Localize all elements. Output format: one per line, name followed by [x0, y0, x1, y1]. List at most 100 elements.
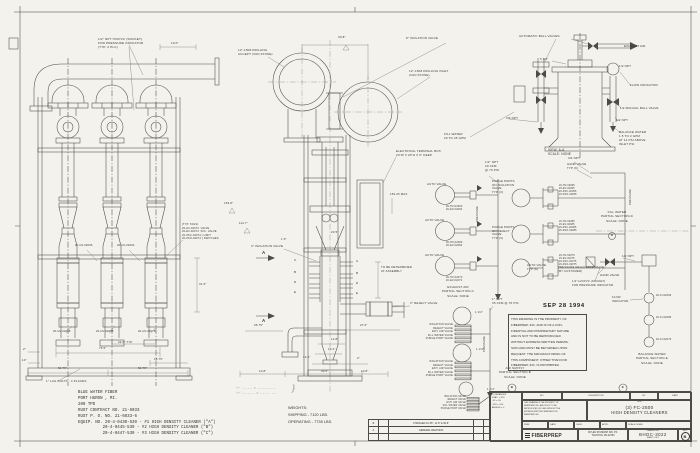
tags-02070: 20-HV-02070 20-EV-02070 [446, 276, 463, 283]
npt-half-a: 1/2 NPT [619, 64, 632, 68]
rev-cell [474, 434, 484, 440]
section-a-bottom: A [262, 318, 266, 323]
weights-shipping: SHIPPING - 7120 LBS. [288, 412, 329, 418]
balloon-b: B [510, 384, 514, 389]
dim-13-2: 13.2" [303, 355, 311, 359]
strip-description: DESCRIPTION [562, 392, 630, 400]
tags-02090: 20-HV-02090 20-EV-02090 [446, 205, 463, 212]
weights-block: WEIGHTS: SHIPPING - 7120 LBS. OPERATING … [288, 404, 332, 426]
dim-31-5: 31.5" [199, 282, 207, 286]
tags-02080: 20-HV-02080 20-EV-02080 [446, 241, 463, 248]
flow-indicator-label-2: FLOW INDICATOR [612, 295, 629, 303]
dim-52-75-r: 52.75" [138, 366, 148, 370]
npt-half-b: 1/2 NPT [616, 118, 629, 122]
tags-02075: 20-HV-02075 20-EV-02075 20-ZSC-02075 20-… [559, 254, 577, 266]
tag-20-hv-02078: 20-HV-02078 [138, 330, 156, 333]
isolation-valve-8-label: 8" ISOLATION VALVE [406, 36, 439, 40]
dim-1-1-4-b: 1 1/4" [476, 348, 484, 351]
sheet-border [8, 6, 697, 447]
tag-20-hv-02088: 20-HV-02088 [96, 330, 114, 333]
rev-cell [379, 427, 389, 433]
tag-20-hv-02094: 20-HV-02094 [117, 244, 135, 247]
dim-1-5: 1.5" [281, 237, 287, 241]
proprietary-note: THIS DRAWING IS THE PROPERTY OF FIBERPRE… [508, 314, 587, 371]
mini-proprietary-note: THIS DRAWING IS THE PROPERTY OF FIBERPRE… [522, 400, 587, 421]
handwritten-note: ½" ~~~~ = ~~~~~~~ ¾" ~~~~~ = ~~~~ ~~ [236, 386, 277, 395]
air-supply-section [452, 306, 628, 412]
pressure-c: PRESSURE [476, 206, 479, 222]
dim-30-8: 30.8" [338, 35, 346, 39]
dim-27-6: 27.6" [360, 323, 368, 327]
exhaust-air-section [435, 179, 501, 300]
valve-list-2: ISOLATION VALVE REJECT VALVE EXH. AIR VA… [425, 360, 453, 378]
company-address: MYLES STANDISH IND. PK. TAUNTON, MA 0278… [578, 429, 628, 442]
view-aa-caption: VIEW A-A SCALE: NONE [548, 148, 572, 157]
purge-iso-note: PURGE PORTS ON ISOLATION VALVE TYP (3) [492, 179, 515, 195]
drawing-number: BHDC-3022 [639, 432, 667, 437]
drawing-number-cell: DRAWING NO. BHDC-3022 SHEET 1 OF 1 [628, 429, 678, 442]
customer-block: BLUE WATER FIBER PORT HURON , MI. 200 TP… [78, 391, 216, 437]
weights-title: WEIGHTS: [288, 405, 308, 410]
fill-water-section [511, 172, 626, 290]
npt-socket-note: 1/2" NPT H/CPVC (SOCKET) FOR PRESSURE IN… [98, 37, 144, 50]
file-label: FILE [637, 401, 642, 403]
strip-by: BY [630, 392, 658, 400]
drawing-title: FILE (3) FC-2500 HIGH DENSITY CLEANERS [587, 400, 692, 421]
dim-10: 10" [22, 358, 27, 362]
purge-reject-note: PURGE PORTS ON REJECT VALVE TYP (3) [492, 225, 515, 241]
auto-valve-3: AUTO VALVE [425, 253, 445, 257]
strip-no: NO. [522, 392, 562, 400]
revision-cell: REV. B [678, 429, 692, 442]
dim-23-5: 23.5" [331, 230, 339, 234]
point-e-l: E [294, 290, 297, 294]
tag-20-hv-02098: 20-HV-02098 [53, 330, 71, 333]
point-c-l: C [294, 258, 297, 262]
point-c-r: C [356, 259, 359, 263]
dim-25-75: 25.75" [254, 323, 264, 327]
automatic-ball-valves-label: AUTOMATIC BALL VALVES [519, 34, 560, 38]
hand-valve-label: HAND VALVE [600, 273, 620, 277]
dim-153-25: 153.25 MAX. [390, 192, 409, 196]
rev-sym: B [369, 420, 379, 426]
revision-row [369, 434, 489, 440]
dim-2-b: 2" [357, 356, 360, 360]
sheet-label: SHEET 1 OF 1 [646, 437, 660, 439]
npt-half-cfm: 1/2" NPT 20 CFM @ 70 PSI [485, 160, 500, 173]
point-b-r: B [356, 271, 359, 275]
point-d-r: D [356, 281, 359, 285]
tag-20-fi-02096: 20-FI-02096 [656, 294, 672, 297]
dim-10-2: 10.2" [328, 347, 336, 351]
dim-10-8-l: 10.8" [259, 369, 267, 373]
auto-valve-typ6: AUTO VALVE TYP (6) [527, 263, 547, 271]
rev-desc: GENERAL REVISION [389, 427, 474, 433]
tolerance-box: TOLERANCES FRAC. ± 1/16 .XX ± .03 .XXX ±… [490, 392, 522, 442]
field-date: DATE [548, 421, 574, 429]
revision-table: B CHANGED 10.25", 11.8" & 30.8" A GENERA… [368, 419, 490, 441]
tbd-note: TO BE DETERMINED AT ASSEMBLY [381, 265, 412, 273]
section-a-top: A [262, 250, 266, 255]
auto-valve-2: AUTO VALVE [425, 218, 445, 222]
npt-3-4-a: 3/4 NPT [506, 116, 519, 120]
field-scale: SCALE: NONE [626, 421, 692, 429]
tag-20-fi-02076: 20-FI-02076 [656, 338, 672, 341]
npt-1-cfm: 1" NPT 35 CFM @ 70 PSI [492, 297, 519, 305]
dim-10-0: 10.0" [171, 41, 179, 45]
point-e-r: E [356, 291, 359, 295]
fill-water-caption: FILL WATER PARTIAL SECTION-D SCALE: NONE [601, 210, 633, 223]
dim-1-1-4-c: 1 1/4" [487, 388, 495, 391]
balance-water-section [585, 254, 657, 348]
company-logo: FIBERPREP [522, 429, 578, 442]
dim-30-6: 30.6" [321, 369, 329, 373]
exhaust-air-label: EXHAUST AIR [624, 44, 646, 48]
dim-18-75: 18.75" [154, 357, 164, 361]
balance-water-caption: BALANCE WATER PARTIAL SECTION-E SCALE: N… [636, 352, 668, 365]
date-stamp: SEP 28 1994 [543, 303, 585, 309]
rev-desc: CHANGED 10.25", 11.8" & 30.8" [389, 420, 474, 426]
dim-5-half: 5 1/2" [540, 57, 549, 61]
revision-label: REV. [682, 430, 688, 432]
balance-water-note: BALANCE WATER 1.5 TO 2 GPM AT 12 PSI ABO… [619, 130, 647, 146]
drawing-number-label: DRAWING NO. [646, 430, 660, 432]
fill-water-note: FILL WATER 20 TO 25 GPM [444, 132, 466, 140]
rev-cell [379, 420, 389, 426]
